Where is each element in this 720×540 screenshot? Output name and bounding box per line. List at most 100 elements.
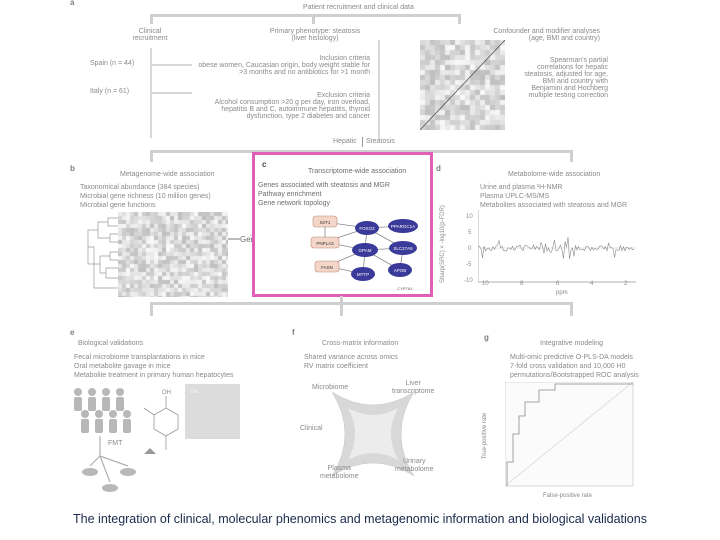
- gene-node-gpam: [352, 243, 378, 257]
- panel-g-title: Integrative modeling: [540, 340, 604, 347]
- panel-d-ytick-0: 10: [466, 214, 473, 220]
- validation-illustration: [74, 388, 136, 492]
- roc-ylabel: True-positive rate: [482, 412, 489, 460]
- gene-network: SirT1 PPARGC1A FOXO3 PNPLA3 GPAM SLC27A5…: [310, 215, 418, 291]
- plasma-label: Plasma metabolome: [320, 465, 359, 480]
- panel-e-line-1: Fecal microbiome transplantations in mic…: [74, 354, 205, 361]
- confounder-header: Confounder and modifier analyses (age, B…: [493, 28, 600, 42]
- clinical-label: Clinical: [300, 425, 323, 432]
- gene-node-slc27a5: [389, 241, 417, 255]
- panel-b-line-3: Microbial gene functions: [80, 202, 156, 209]
- gene-label-fasn: FASN: [321, 265, 333, 270]
- spearman-text: Spearman's partial correlations for hepa…: [524, 57, 608, 99]
- bottom-connector-mid: [340, 296, 343, 316]
- gene-label-ppargc1a: PPARGC1A: [391, 224, 415, 229]
- panel-f-title: Cross-matrix information: [322, 340, 399, 347]
- middle-connector-right: [570, 150, 573, 162]
- gene-label-foxo3: FOXO3: [359, 226, 375, 231]
- gene-label-apob: APOB: [394, 268, 407, 273]
- gene-node-sirt1: [312, 215, 338, 228]
- panel-e-line-2: Oral metabolite gavage in mice: [74, 363, 171, 370]
- panel-c-line-3: Gene network topology: [258, 200, 330, 207]
- panel-d-xtick-0: 10: [482, 281, 489, 287]
- gene-label-cyp7a1: CYP7A1: [397, 286, 413, 291]
- gene-node-mttp: [351, 267, 375, 281]
- panel-e-letter: e: [70, 328, 75, 337]
- recruitment-arrow-1: [150, 64, 192, 66]
- panel-d-ytick-4: -10: [464, 278, 473, 284]
- panel-c-title: Transcriptome-wide association: [308, 168, 407, 175]
- panel-d-letter: d: [436, 164, 441, 173]
- dendrogram: [87, 217, 118, 289]
- panel-d-xtick-2: 6: [556, 281, 560, 287]
- primary-phenotype-header: Primary phenotype: steatosis (liver hist…: [269, 28, 361, 42]
- exclusion-criteria: Exclusion criteria Alcohol consumption >…: [214, 92, 370, 120]
- inclusion-criteria: Inclusion criteria obese women, Caucasia…: [198, 55, 370, 76]
- metagenome-heatmap: [118, 212, 228, 297]
- urinary-label: Urinary metabolome: [395, 458, 434, 473]
- panel-d-xtick-3: 4: [590, 281, 594, 287]
- bottom-connector-left: [150, 302, 153, 316]
- panel-b-letter: b: [70, 164, 75, 173]
- oh-label: OH: [162, 390, 171, 396]
- panel-b-line-2: Microbial gene richness (10 million gene…: [80, 193, 211, 200]
- hepatic-divider: [362, 137, 363, 147]
- top-connector: [150, 14, 460, 17]
- panel-g-line-3: permutations/Bootstrapped ROC analysis: [510, 372, 639, 379]
- gene-label-sirt1: SirT1: [320, 220, 331, 225]
- panel-d-ytick-3: -5: [466, 262, 472, 268]
- panel-b-line-1: Taxonomical abundance (384 species): [80, 184, 200, 191]
- bottom-connector: [150, 302, 572, 305]
- phenotype-vline: [378, 40, 380, 140]
- molecule-structure: [143, 396, 179, 454]
- roc-curve: [505, 382, 634, 487]
- panel-d-line-2: Plasma UPLC-MS/MS: [480, 193, 550, 200]
- panel-g-letter: g: [484, 333, 489, 342]
- panel-e-line-3: Metabolite treatment in primary human he…: [74, 372, 234, 379]
- liver-label: Liver transcriptome: [392, 380, 435, 395]
- panel-d-line-1: Urine and plasma ¹H-NMR: [480, 184, 563, 191]
- hepatocyte-micrograph: [185, 384, 240, 439]
- micrograph-label: 20x: [190, 389, 199, 395]
- panel-b-title: Metagenome-wide association: [120, 171, 215, 178]
- gene-node-apob: [388, 263, 412, 277]
- gene-label-slc27a5: SLC27A5: [393, 246, 413, 251]
- panel-a-title: Patient recruitment and clinical data: [303, 4, 414, 11]
- panel-f-line-2: RV matrix coefficient: [304, 363, 368, 370]
- fmt-label: FMT: [108, 440, 123, 447]
- panel-d-title: Metabolome-wide association: [508, 171, 601, 178]
- panel-c-line-1: Genes associated with steatosis and MGR: [258, 182, 390, 189]
- microbiome-label: Microbiome: [312, 384, 349, 391]
- top-connector-left: [150, 14, 153, 24]
- gene-node-fasn: [314, 260, 340, 273]
- gene-node-pnpla3: [310, 236, 340, 249]
- panel-d-xtick-4: 2: [624, 281, 628, 287]
- gene-label-gpam: GPAM: [359, 248, 372, 253]
- gene-label-pnpla3: PNPLA3: [316, 241, 334, 246]
- top-connector-right: [458, 14, 461, 24]
- panel-d-xtick-1: 8: [520, 281, 524, 287]
- panel-d-ytick-1: 5: [468, 230, 472, 236]
- bottom-connector-right: [570, 302, 573, 316]
- figure-caption: The integration of clinical, molecular p…: [73, 512, 647, 526]
- panel-c-letter: c: [262, 160, 267, 169]
- panel-d-xlabel: ppm: [556, 290, 568, 296]
- panel-g-line-1: Multi-omic predictive O-PLS-DA models: [510, 354, 633, 361]
- gene-label-mttp: MTTP: [357, 272, 369, 277]
- clinical-recruitment-header: Clinical recruitment: [132, 28, 168, 42]
- gene-node-ppargc1a: [388, 219, 418, 233]
- spain-label: Spain (n = 44): [90, 60, 135, 67]
- recruitment-arrow-2: [150, 92, 192, 94]
- roc-xlabel: False-positive rate: [543, 493, 593, 499]
- hepatic-label: Hepatic: [333, 138, 357, 145]
- panel-f-letter: f: [292, 328, 295, 337]
- panel-d-line-3: Metabolites associated with steatosis an…: [480, 202, 628, 209]
- panel-c-line-2: Pathway enrichment: [258, 191, 322, 198]
- cross-matrix-network: [331, 391, 415, 477]
- panel-d-ytick-2: 0: [468, 246, 472, 252]
- panel-d-ylabel: Sharp(SRC) × -log10(p-FDR): [440, 205, 446, 283]
- middle-connector-left: [150, 150, 153, 162]
- italy-label: Italy (n = 61): [90, 88, 130, 95]
- heatmap-diagonal: [420, 40, 505, 130]
- nmr-spectrum: [478, 210, 636, 283]
